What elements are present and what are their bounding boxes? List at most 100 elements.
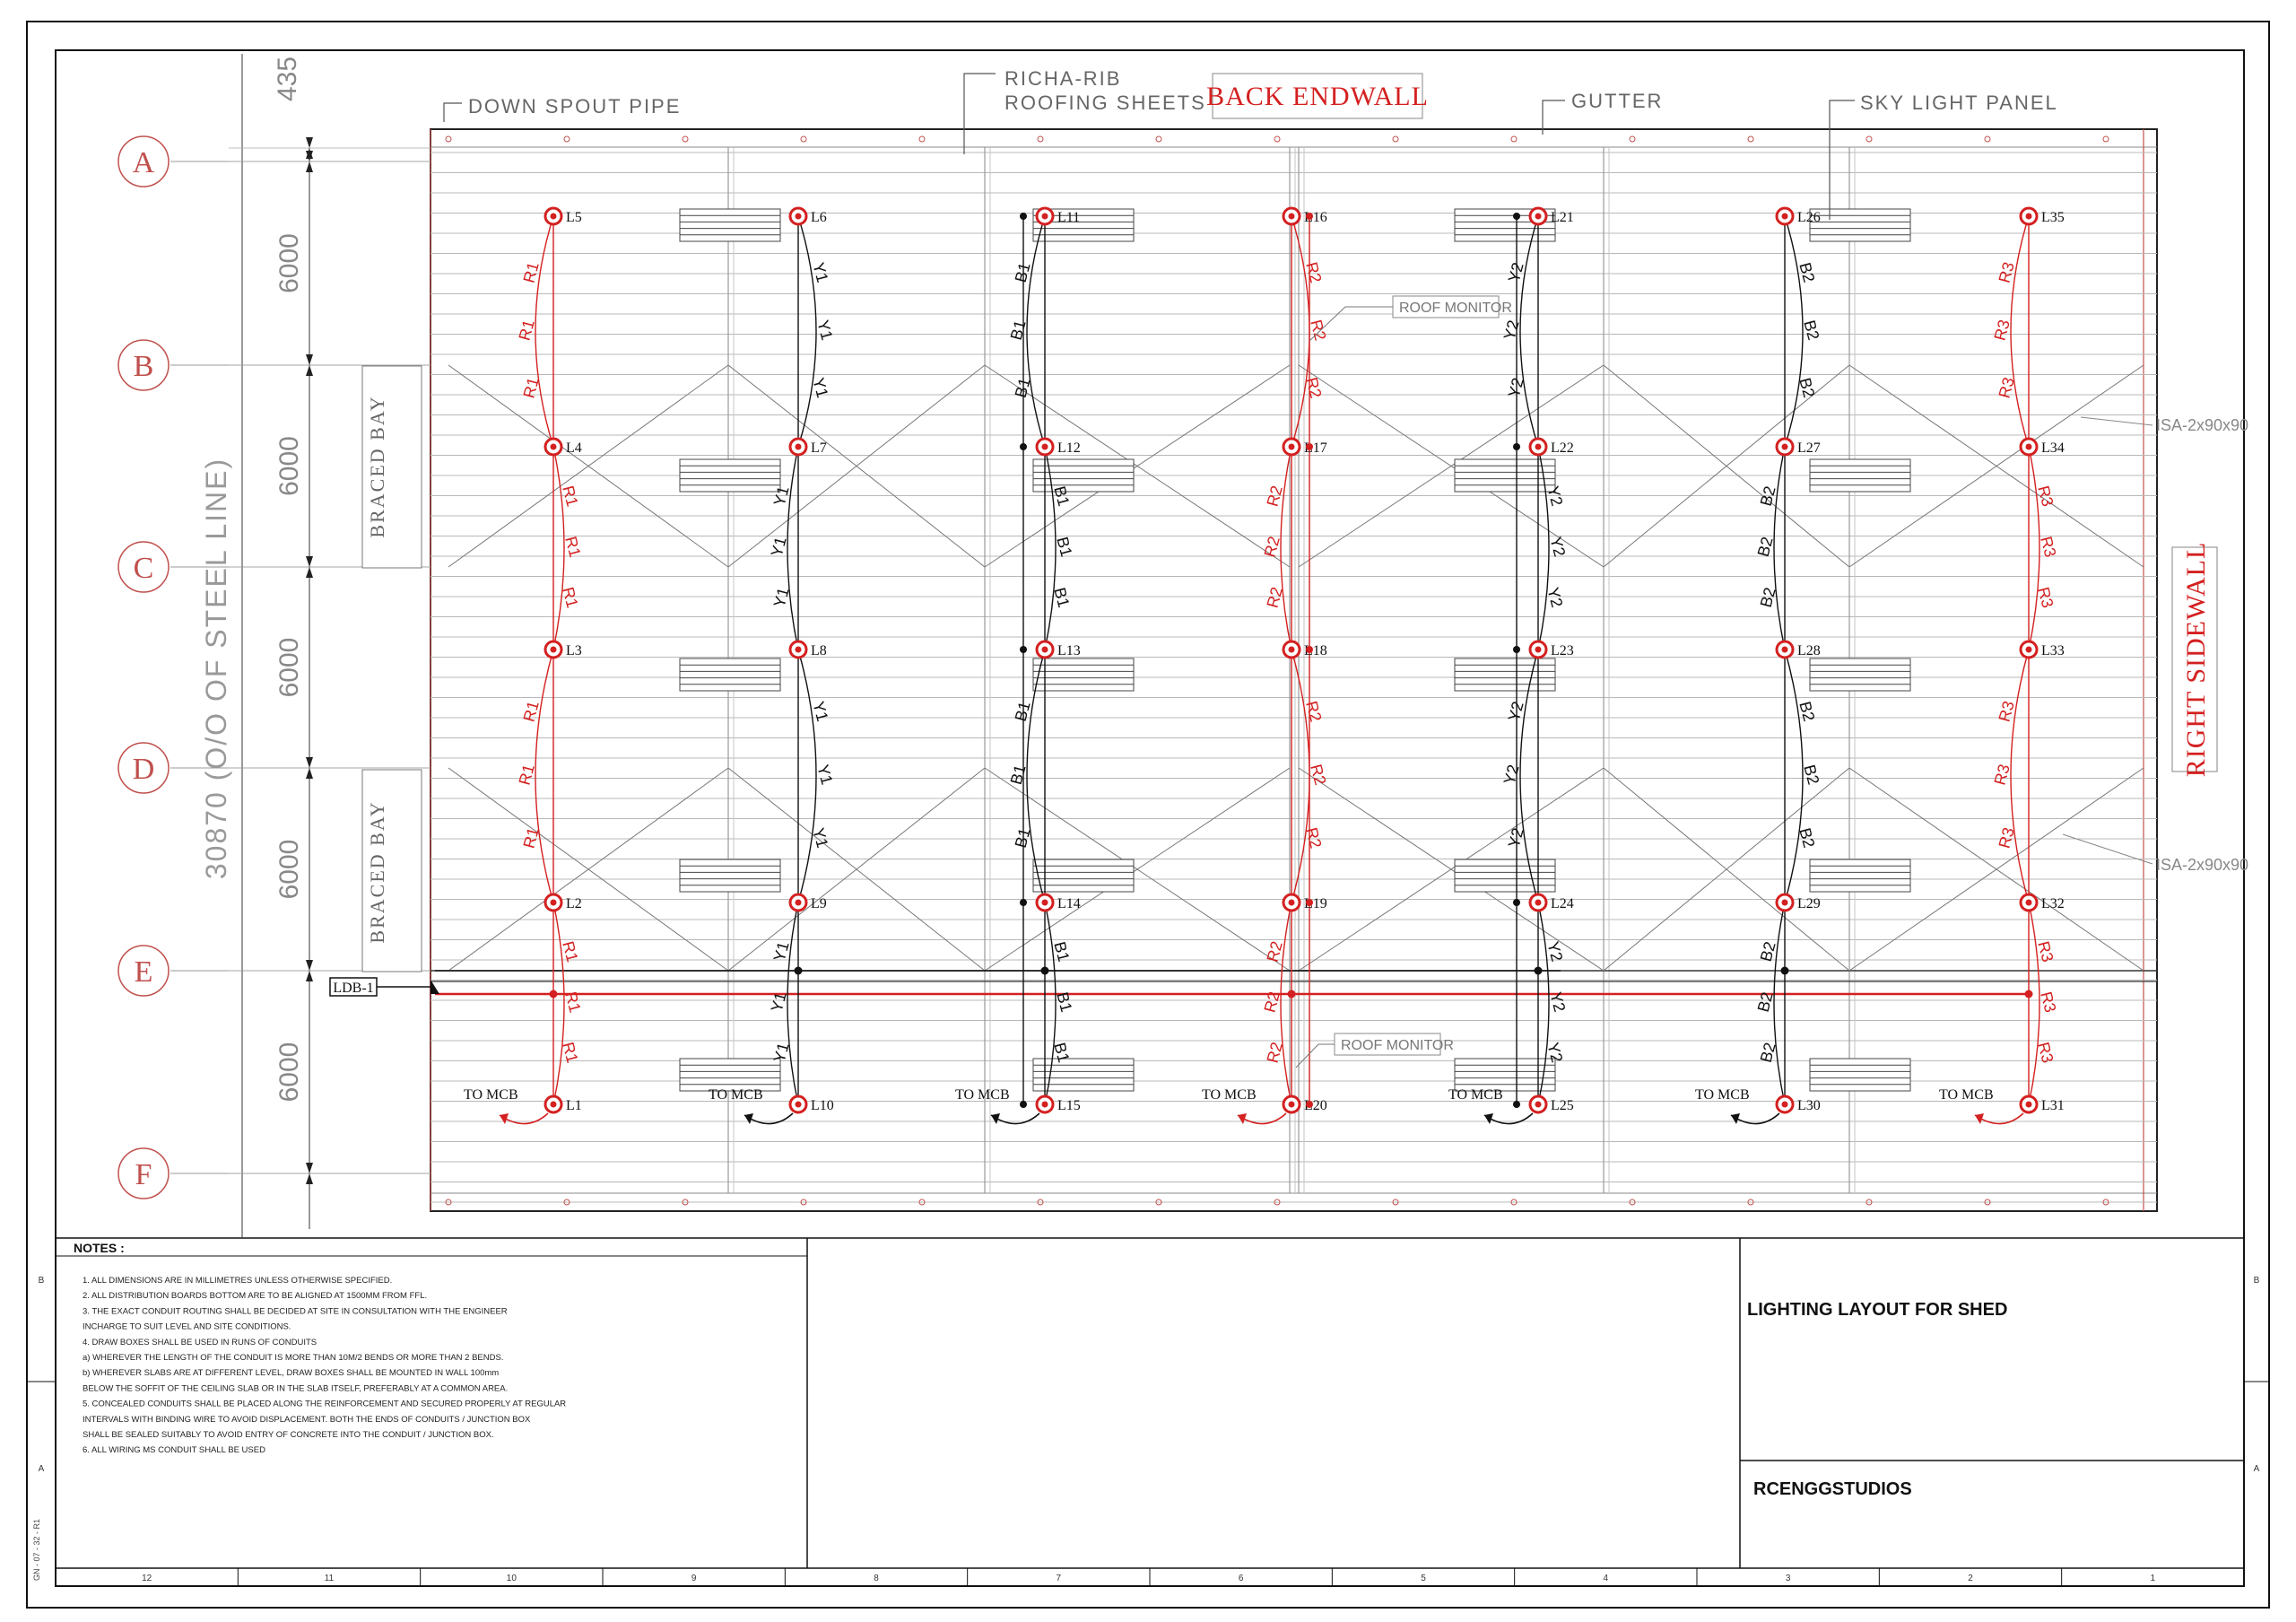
light-label: L31 <box>2041 1098 2065 1113</box>
junction-dot <box>1020 646 1027 653</box>
bolt-dot <box>800 135 807 143</box>
light-fixture-l24: L24 <box>1513 893 1574 912</box>
light-label: L1 <box>566 1098 582 1113</box>
to-mcb-label: TO MCB <box>464 1087 518 1103</box>
gutter-label: GUTTER <box>1571 90 1663 112</box>
wiring-run <box>797 215 817 448</box>
feeder-junction <box>1780 966 1789 975</box>
bolt-dot <box>1510 1199 1518 1206</box>
light-fixture-l25: L25 <box>1513 1094 1574 1114</box>
wiring-run <box>2028 446 2040 650</box>
light-label: L15 <box>1057 1098 1081 1113</box>
feeder-junction <box>1534 966 1543 975</box>
dim-arrow <box>306 365 313 376</box>
light-fixture-l22: L22 <box>1513 437 1574 457</box>
light-center <box>1041 443 1048 450</box>
light-center <box>1781 646 1788 653</box>
junction-dot <box>1020 213 1027 220</box>
zone-label: 1 <box>2151 1574 2156 1583</box>
light-fixture-l1: L1 <box>544 1094 582 1114</box>
zone-label: A <box>39 1464 45 1474</box>
light-label: L35 <box>2041 210 2065 225</box>
light-label: L2 <box>566 896 582 911</box>
brace-line <box>1848 364 2144 568</box>
wiring-run <box>1519 649 1539 903</box>
zone-label: A <box>2254 1464 2260 1474</box>
circuit-tag: B1 <box>1053 535 1075 558</box>
circuit-tag: R2 <box>1302 375 1325 399</box>
wiring-run <box>1784 649 1804 903</box>
light-center <box>2025 646 2032 653</box>
skylight-panel <box>679 208 781 242</box>
light-label: L11 <box>1057 210 1080 225</box>
wiring-run <box>1784 215 1804 448</box>
light-fixture-l23: L23 <box>1513 640 1574 659</box>
light-center <box>1288 899 1295 906</box>
light-label: L7 <box>811 440 827 456</box>
light-fixture-l35: L35 <box>2019 206 2065 226</box>
wiring-run <box>535 215 554 448</box>
wiring-run <box>2010 649 2030 903</box>
building-outline <box>430 128 2158 1212</box>
zone-label: 9 <box>691 1574 697 1583</box>
junction-dot <box>1020 443 1027 450</box>
grid-bubble-label: F <box>135 1158 152 1191</box>
bolt-dot <box>1274 135 1281 143</box>
circuit-tag: R3 <box>1991 318 2013 342</box>
wiring-run <box>787 446 799 650</box>
light-center <box>1041 646 1048 653</box>
to-mcb-label: TO MCB <box>1695 1087 1750 1103</box>
note-line: INCHARGE TO SUIT LEVEL AND SITE CONDITIO… <box>83 1322 291 1332</box>
wiring-run <box>2028 902 2040 1105</box>
company-name: RCENGGSTUDIOS <box>1753 1479 1912 1499</box>
light-label: L30 <box>1797 1098 1821 1113</box>
zone-label: B <box>2254 1276 2260 1286</box>
circuit-tag: Y1 <box>809 826 831 850</box>
brace-line <box>1603 364 1850 568</box>
isa-bottom-label: ISA-2x90x90 <box>2156 856 2248 874</box>
light-center <box>2025 443 2032 450</box>
skylight-frame <box>1454 859 1556 893</box>
light-label: L34 <box>2041 440 2065 456</box>
circuit-tag: R3 <box>1991 763 2013 787</box>
wiring-run <box>797 649 817 903</box>
dim-arrow <box>306 567 313 578</box>
junction-dot <box>1513 213 1520 220</box>
light-center <box>550 1101 557 1108</box>
zone-label: 3 <box>1786 1574 1791 1583</box>
skylight-frame <box>1032 859 1135 893</box>
dim-arrow <box>306 354 313 365</box>
bolt-dot <box>1155 1199 1162 1206</box>
grid-bubble-label: D <box>133 753 155 786</box>
dim-arrow <box>306 768 313 779</box>
drawing-title: LIGHTING LAYOUT FOR SHED <box>1747 1300 2007 1320</box>
circuit-tag: R2 <box>1261 535 1283 559</box>
skylight-panel <box>1809 1058 1911 1092</box>
to-mcb-label: TO MCB <box>955 1087 1010 1103</box>
circuit-tag: R2 <box>1307 318 1329 342</box>
to-mcb-arrowhead <box>991 1113 1000 1124</box>
light-label: L32 <box>2041 896 2065 911</box>
wiring-run <box>1026 215 1046 448</box>
roof-monitor-bottom-label: ROOF MONITOR <box>1341 1038 1454 1053</box>
dim-arrow <box>306 1163 313 1173</box>
skylight-label: SKY LIGHT PANEL <box>1860 92 2058 114</box>
light-label: L22 <box>1551 440 1574 456</box>
light-fixture-l5: L5 <box>544 206 582 226</box>
light-center <box>550 213 557 220</box>
dim-text: 6000 <box>274 1042 304 1103</box>
bolt-dot <box>2102 1199 2109 1206</box>
circuit-tag: Y1 <box>809 376 831 399</box>
circuit-tag: B1 <box>1007 763 1030 786</box>
light-label: L23 <box>1551 643 1574 658</box>
circuit-tag: Y1 <box>813 763 836 786</box>
junction-dot <box>1020 1101 1027 1108</box>
circuit-tag: B1 <box>1053 990 1075 1014</box>
light-fixture-l29: L29 <box>1775 893 1821 912</box>
